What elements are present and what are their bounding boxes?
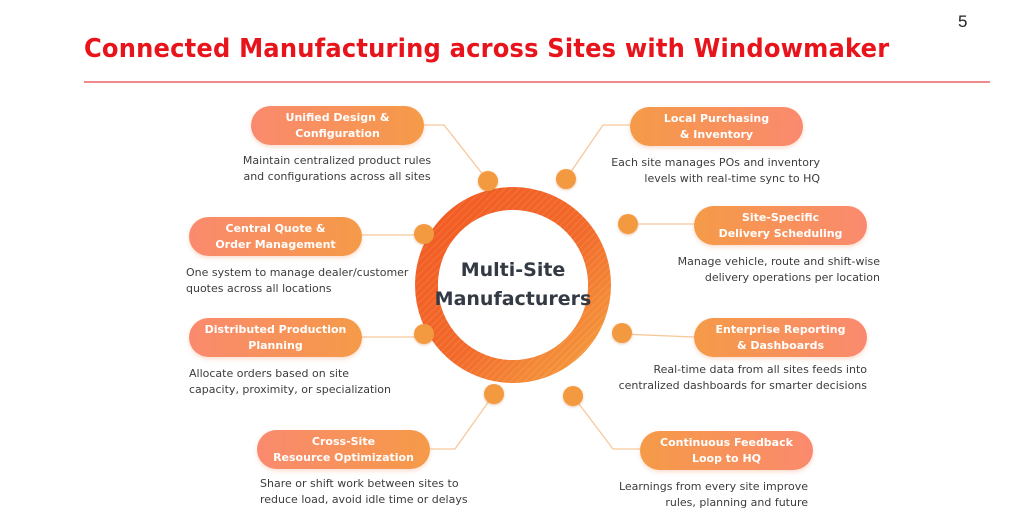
feature-pill-local-purchasing: Local Purchasing& Inventory (630, 107, 803, 146)
node-central-quote (414, 224, 434, 244)
connector-enterprise-reporting (621, 333, 695, 338)
feature-desc-enterprise-reporting: Real-time data from all sites feeds into… (618, 363, 867, 392)
connector-unified-design (423, 124, 489, 182)
node-enterprise-reporting (612, 323, 632, 343)
hub-center (438, 210, 588, 360)
feature-pill-enterprise-reporting: Enterprise Reporting& Dashboards (694, 318, 867, 357)
slide-title: Connected Manufacturing across Sites wit… (84, 34, 890, 64)
feature-pill-unified-design: Unified Design &Configuration (251, 106, 424, 145)
node-distributed-production (414, 324, 434, 344)
connector-cross-site (430, 393, 495, 450)
node-local-purchasing (556, 169, 576, 189)
hub-label: Multi-Site Manufacturers (434, 259, 592, 310)
node-delivery-scheduling (618, 214, 638, 234)
connector-local-purchasing (565, 124, 630, 180)
node-unified-design (478, 171, 498, 191)
node-continuous-feedback (563, 386, 583, 406)
page-number: 5 (958, 12, 968, 31)
feature-pill-central-quote: Central Quote &Order Management (189, 217, 362, 256)
node-cross-site (484, 384, 504, 404)
title-divider (84, 81, 990, 83)
connector-continuous-feedback (572, 395, 640, 450)
